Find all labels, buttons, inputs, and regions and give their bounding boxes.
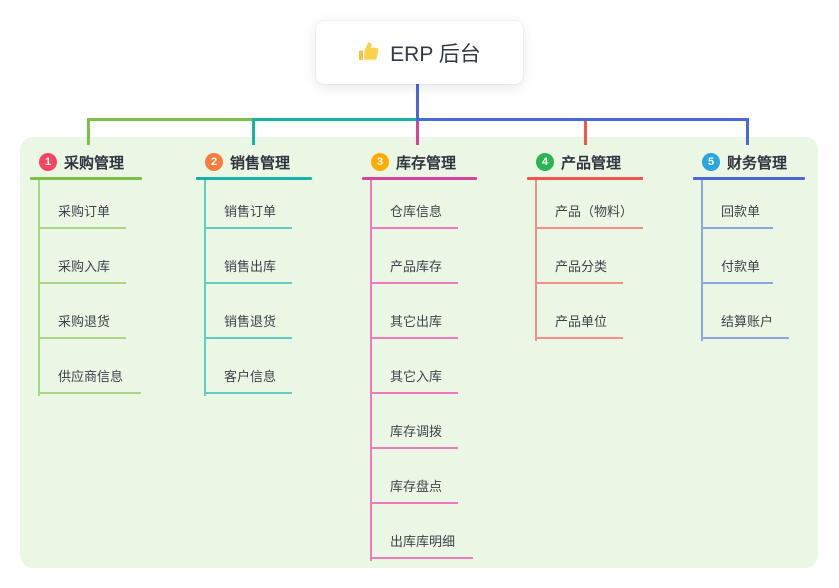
branch-label-finance: 财务管理 [727,154,788,172]
child-item-product-material[interactable]: 产品（物料） [535,203,643,229]
branch-title-inventory[interactable]: 3 库存管理 [362,150,456,174]
child-item-outbound-detail[interactable]: 出库库明细 [370,533,473,559]
bus-connector-sales [252,118,417,121]
child-item-product-unit[interactable]: 产品单位 [535,313,623,339]
bus-connector-purchase [87,118,253,121]
child-item-purchase-return[interactable]: 采购退货 [38,313,126,339]
child-item-warehouse-info[interactable]: 仓库信息 [370,203,458,229]
branch-underline [196,177,312,180]
branch-underline [362,177,477,180]
child-item-sales-outbound[interactable]: 销售出库 [204,258,292,284]
child-item-label: 采购退货 [58,314,111,329]
drop-connector-finance [746,118,749,145]
thumbs-up-icon [358,41,381,64]
child-item-label: 销售出库 [224,259,277,274]
branch-product: 4 产品管理 产品（物料） 产品分类 产品单位 [527,150,643,341]
branch-sales: 2 销售管理 销售订单 销售出库 销售退货 客户信息 [196,150,312,396]
child-item-label: 付款单 [721,259,761,274]
child-item-purchase-order[interactable]: 采购订单 [38,203,126,229]
child-item-receipt-voucher[interactable]: 回款单 [701,203,773,229]
badge-4: 4 [536,153,554,171]
child-item-label: 产品分类 [555,259,608,274]
child-item-label: 结算账户 [721,314,774,329]
bus-connector-finance [416,118,749,121]
child-item-label: 客户信息 [224,369,277,384]
branch-title-purchase[interactable]: 1 采购管理 [30,150,124,174]
branch-title-finance[interactable]: 5 财务管理 [693,150,787,174]
branch-trunk-line [38,180,40,396]
child-item-sales-order[interactable]: 销售订单 [204,203,292,229]
child-item-label: 出库库明细 [390,534,456,549]
child-item-label: 产品（物料） [555,204,634,219]
branch-underline [527,177,643,180]
child-item-customer-info[interactable]: 客户信息 [204,368,292,394]
branch-underline [693,177,805,180]
branch-label-sales: 销售管理 [230,154,291,172]
branch-label-purchase: 采购管理 [64,154,125,172]
drop-connector-inventory [416,121,419,145]
branch-trunk-line [204,180,206,396]
child-item-label: 供应商信息 [58,369,124,384]
child-item-purchase-inbound[interactable]: 采购入库 [38,258,126,284]
child-item-settlement-account[interactable]: 结算账户 [701,313,789,339]
child-item-stock-taking[interactable]: 库存盘点 [370,478,458,504]
branch-title-product[interactable]: 4 产品管理 [527,150,621,174]
badge-1: 1 [39,153,57,171]
drop-connector-sales [252,118,255,145]
drop-connector-purchase [87,118,90,145]
child-item-label: 产品库存 [390,259,443,274]
child-item-sales-return[interactable]: 销售退货 [204,313,292,339]
child-item-label: 销售订单 [224,204,277,219]
branch-label-product: 产品管理 [561,154,622,172]
child-item-supplier-info[interactable]: 供应商信息 [38,368,141,394]
branch-trunk-line [535,180,537,341]
branch-trunk-line [370,180,372,561]
drop-connector-product [584,121,587,145]
badge-2: 2 [205,153,223,171]
root-node[interactable]: ERP 后台 [316,21,523,84]
child-item-label: 库存盘点 [390,479,443,494]
root-node-label: ERP 后台 [390,42,481,66]
child-item-product-stock[interactable]: 产品库存 [370,258,458,284]
branch-title-sales[interactable]: 2 销售管理 [196,150,290,174]
child-item-label: 其它出库 [390,314,443,329]
child-item-label: 回款单 [721,204,761,219]
child-item-label: 仓库信息 [390,204,443,219]
child-item-other-outbound[interactable]: 其它出库 [370,313,458,339]
child-item-label: 采购订单 [58,204,111,219]
branch-finance: 5 财务管理 回款单 付款单 结算账户 [693,150,805,341]
child-item-other-inbound[interactable]: 其它入库 [370,368,458,394]
child-item-product-category[interactable]: 产品分类 [535,258,623,284]
child-item-payment-voucher[interactable]: 付款单 [701,258,773,284]
badge-3: 3 [371,153,389,171]
branch-inventory: 3 库存管理 仓库信息 产品库存 其它出库 其它入库 库存调拨 库存盘点 出库库… [362,150,477,561]
child-item-label: 库存调拨 [390,424,443,439]
root-stem-connector [416,84,419,118]
branch-underline [30,177,142,180]
branch-label-inventory: 库存管理 [396,154,457,172]
branch-purchase: 1 采购管理 采购订单 采购入库 采购退货 供应商信息 [30,150,142,396]
badge-5: 5 [702,153,720,171]
child-item-label: 其它入库 [390,369,443,384]
child-item-stock-transfer[interactable]: 库存调拨 [370,423,458,449]
mindmap-panel [20,137,818,568]
child-item-label: 产品单位 [555,314,608,329]
child-item-label: 采购入库 [58,259,111,274]
child-item-label: 销售退货 [224,314,277,329]
branch-trunk-line [701,180,703,341]
